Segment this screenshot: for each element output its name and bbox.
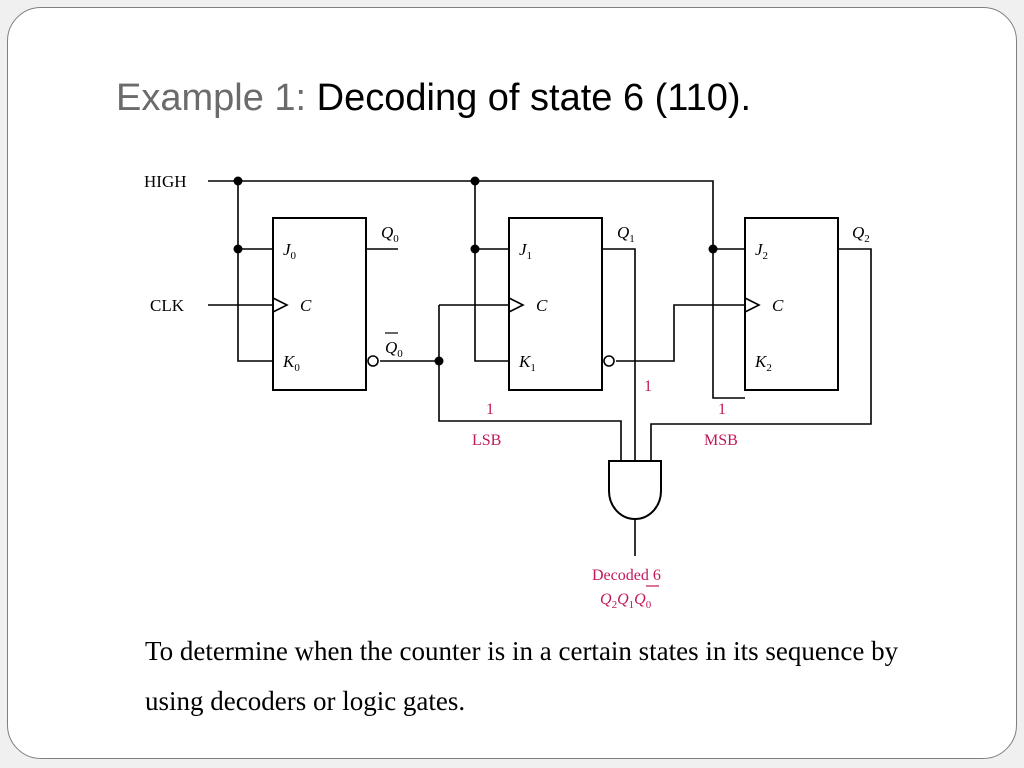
- high-line: [208, 180, 745, 399]
- decoded-label: Decoded 6: [592, 567, 661, 584]
- and-gate: [608, 460, 662, 520]
- q0-label: Q0: [381, 223, 399, 245]
- inversion-bubble: [603, 355, 615, 367]
- junction-dot: [470, 244, 480, 254]
- j0-label: J0: [283, 240, 297, 262]
- q1-output: [602, 248, 636, 461]
- c0-label: C: [300, 296, 312, 315]
- high-to-ff0: [237, 181, 273, 362]
- c1-label: C: [536, 296, 548, 315]
- slide-title: Example 1: Decoding of state 6 (110).: [116, 74, 751, 122]
- k1-label: K1: [518, 352, 536, 374]
- flip-flop-1: J1 C K1 Q1: [508, 217, 635, 391]
- junction-dot: [233, 244, 243, 254]
- k0-label: K0: [282, 352, 300, 374]
- output-expression: Q2Q1Q0: [600, 591, 652, 611]
- c2-label: C: [772, 296, 784, 315]
- lsb-label: LSB: [472, 432, 501, 449]
- body-text: To determine when the counter is in a ce…: [145, 636, 899, 716]
- q0bar-lsb: [438, 361, 622, 461]
- clk-label: CLK: [150, 296, 185, 315]
- slide: Example 1: Decoding of state 6 (110).: [7, 7, 1017, 759]
- j1-label: J1: [519, 240, 532, 262]
- q1-value: 1: [644, 378, 652, 395]
- junction-dot: [470, 176, 480, 186]
- msb-label: MSB: [704, 432, 738, 449]
- junction-dot: [233, 176, 243, 186]
- junction-dot: [434, 356, 444, 366]
- flip-flop-2: J2 C K2 Q2: [744, 217, 870, 391]
- lsb-value: 1: [486, 401, 494, 418]
- title-prefix: Example 1:: [116, 77, 307, 119]
- q0bar-label: Q0: [385, 338, 403, 360]
- q1bar-line: [616, 304, 745, 362]
- j2-label: J2: [755, 240, 768, 262]
- high-label: HIGH: [144, 172, 187, 191]
- msb-value: 1: [718, 401, 726, 418]
- title-text: Decoding of state 6 (110).: [306, 77, 752, 119]
- q2-label: Q2: [852, 223, 870, 245]
- q1-label: Q1: [617, 223, 635, 245]
- q2-output: [650, 248, 872, 461]
- inversion-bubble: [367, 355, 379, 367]
- counter-decoder-circuit: J0 C K0 Q0 Q0 J1 C K1 Q1 J2 C K2 Q2 HIG: [144, 172, 872, 611]
- flip-flop-0: J0 C K0 Q0 Q0: [272, 217, 403, 391]
- k2-label: K2: [754, 352, 772, 374]
- junction-dot: [708, 244, 718, 254]
- high-to-ff1: [474, 181, 509, 362]
